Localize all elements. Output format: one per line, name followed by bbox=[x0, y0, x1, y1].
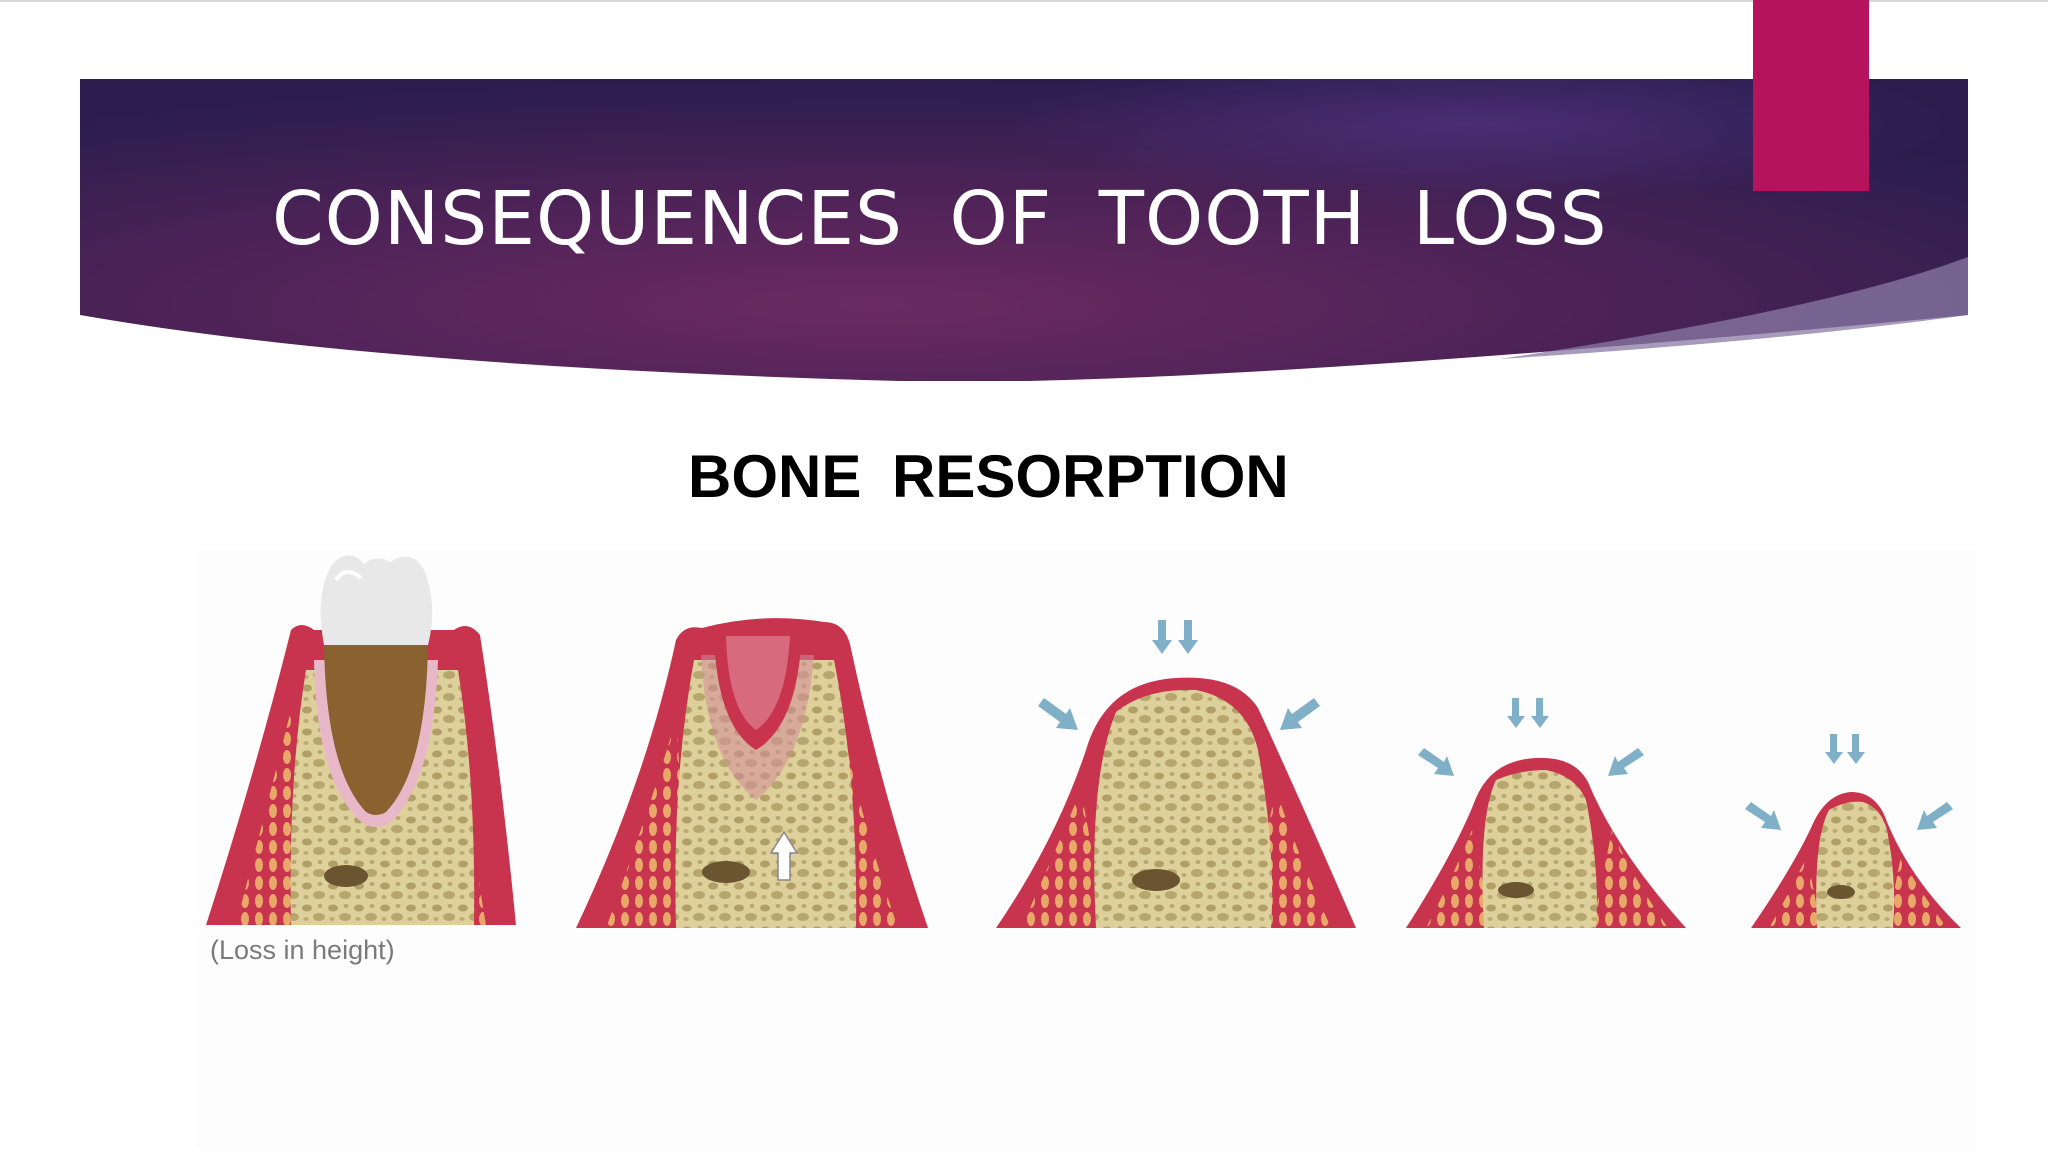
arrow-down-icon bbox=[1507, 698, 1549, 728]
accent-tab bbox=[1753, 0, 1869, 191]
stage-1-tooth-present bbox=[206, 555, 516, 925]
title-banner bbox=[80, 79, 1968, 381]
arrow-inward-left-icon bbox=[1745, 802, 1781, 830]
arrow-inward-left-icon bbox=[1418, 748, 1454, 776]
slide-title: CONSEQUENCES OF TOOTH LOSS bbox=[272, 176, 1608, 262]
arrow-inward-right-icon bbox=[1280, 698, 1320, 730]
arrow-down-icon bbox=[1825, 734, 1865, 764]
stage-5-severely-resorbed-ridge bbox=[1745, 734, 1961, 928]
stage-3-healed-ridge bbox=[996, 620, 1356, 928]
bone-resorption-figure bbox=[196, 550, 1976, 1150]
arrow-down-icon bbox=[1152, 620, 1198, 654]
arrow-inward-right-icon bbox=[1608, 748, 1644, 776]
section-heading: BONE RESORPTION bbox=[688, 443, 1289, 510]
figure-caption: (Loss in height) bbox=[210, 935, 395, 965]
stage-2-extraction-socket bbox=[576, 618, 928, 928]
arrow-inward-left-icon bbox=[1038, 698, 1078, 730]
top-divider bbox=[0, 0, 2048, 2]
arrow-inward-right-icon bbox=[1917, 802, 1953, 830]
stage-4-resorbed-ridge bbox=[1406, 698, 1686, 928]
